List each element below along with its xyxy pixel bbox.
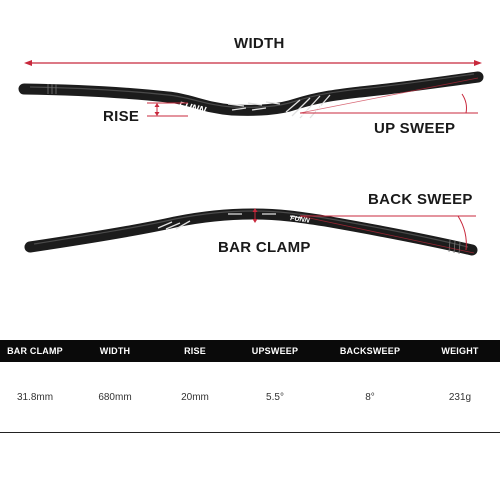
handlebar-front-view: FUNN SPEEDRUN: [18, 71, 484, 123]
brand-logo-top: FUNN: [290, 215, 311, 225]
barclamp-dimension: [252, 208, 258, 223]
backsweep-label: BACK SWEEP: [368, 191, 473, 208]
bar-graphic-top: [157, 213, 303, 230]
spec-value-row: 31.8mm 680mm 20mm 5.5° 8° 231g: [0, 362, 500, 433]
spec-value-rise: 20mm: [181, 391, 209, 403]
width-label: WIDTH: [234, 35, 285, 52]
upsweep-dimension: [299, 77, 479, 114]
spec-header-backsweep: BACKSWEEP: [339, 346, 401, 356]
spec-value-backsweep: 8°: [365, 391, 375, 403]
upsweep-label: UP SWEEP: [374, 120, 455, 137]
spec-table: BAR CLAMP WIDTH RISE UPSWEEP BACKSWEEP W…: [0, 340, 500, 433]
spec-header-row: BAR CLAMP WIDTH RISE UPSWEEP BACKSWEEP W…: [0, 340, 500, 362]
bar-top-body: [24, 208, 478, 256]
spec-value-width: 680mm: [98, 391, 132, 403]
spec-value-bar-clamp: 31.8mm: [16, 391, 54, 403]
backsweep-dimension: [299, 215, 476, 254]
width-dimension: [24, 60, 482, 66]
grip-marks-right: [448, 239, 461, 255]
rise-label: RISE: [103, 108, 139, 125]
spec-header-weight: WEIGHT: [441, 346, 479, 356]
handlebar-diagram: WIDTH FUNN SPEEDRUN RISE UP SWEEP: [18, 35, 484, 256]
rise-dimension: [147, 102, 188, 117]
barclamp-label: BAR CLAMP: [218, 239, 311, 256]
handlebar-top-view: FUNN: [24, 208, 478, 256]
spec-header-upsweep: UPSWEEP: [251, 346, 299, 356]
bar-front-body: [18, 71, 484, 116]
spec-header-width: WIDTH: [99, 346, 131, 356]
grip-marks-left: [47, 84, 57, 94]
spec-header-bar-clamp: BAR CLAMP: [7, 346, 63, 356]
spec-value-weight: 231g: [448, 391, 472, 403]
spec-value-upsweep: 5.5°: [266, 391, 284, 403]
bar-graphic-center: [227, 94, 331, 119]
spec-header-rise: RISE: [184, 346, 206, 356]
